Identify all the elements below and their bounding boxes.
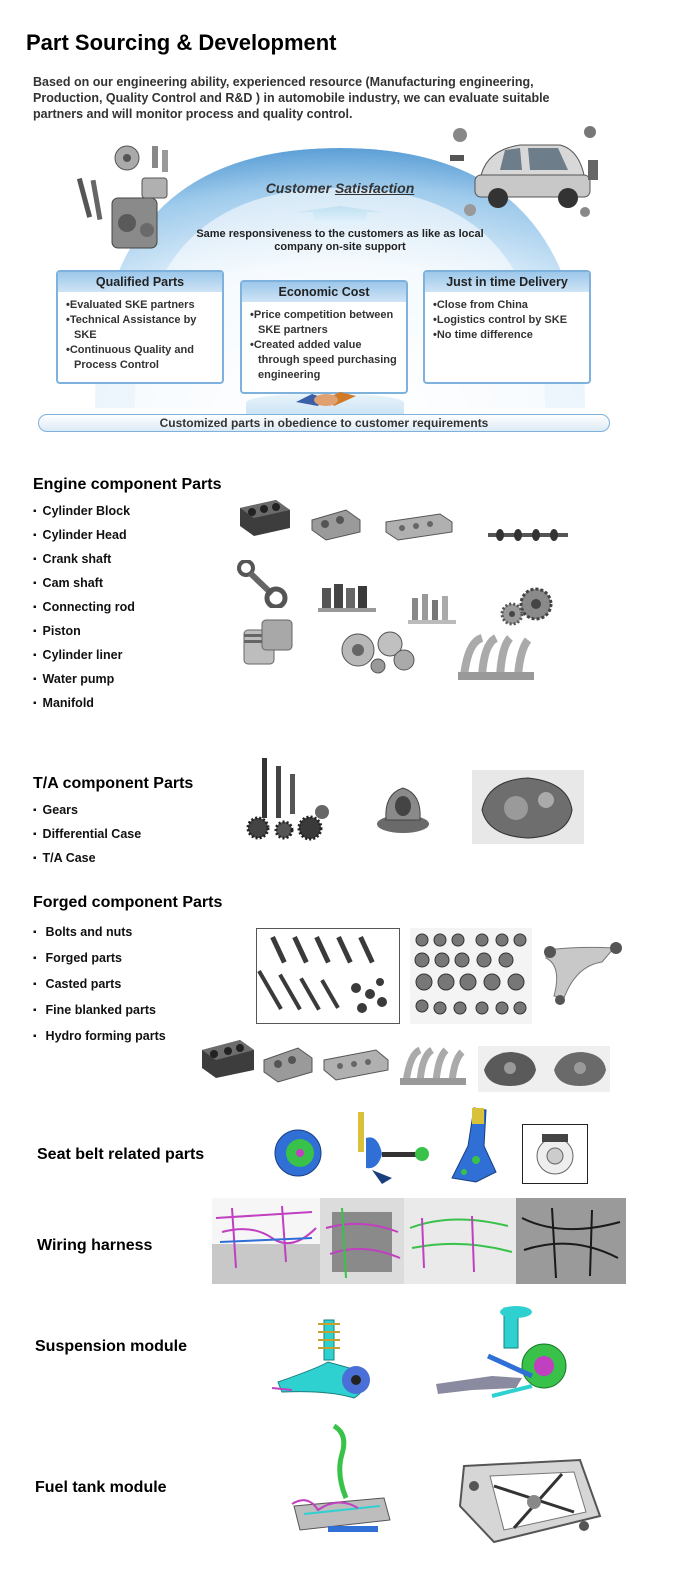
ta-case-image (472, 770, 584, 844)
cylinder-liner-image (318, 580, 376, 614)
list-item: Casted parts (33, 976, 166, 1002)
seat-belt-reel-image (272, 1126, 324, 1180)
water-pump-image (338, 624, 420, 676)
forged-parts-list: Bolts and nuts Forged parts Casted parts… (33, 924, 166, 1054)
satisfaction-word: Satisfaction (334, 180, 415, 196)
customer-word: Customer (265, 180, 332, 196)
handshake-icon (294, 386, 358, 412)
list-item: Differential Case (33, 826, 142, 850)
wiring-harness-image (212, 1198, 626, 1284)
customer-satisfaction-diagram: Customer Satisfaction Same responsivenes… (0, 120, 680, 440)
car-parts-cluster-image (450, 120, 600, 220)
cylinder-head-image (310, 506, 362, 542)
cam-shaft-image (488, 528, 568, 542)
engine-parts-list: Cylinder Block Cylinder Head Crank shaft… (33, 503, 135, 719)
cylinder-block-image (236, 496, 292, 538)
customized-parts-bar: Customized parts in obedience to custome… (38, 414, 610, 432)
box-item: Created added value through speed purcha… (250, 338, 400, 383)
connecting-rod-image (236, 560, 288, 608)
box-item: Close from China (433, 298, 583, 313)
box-item: Price competition between SKE partners (250, 308, 400, 338)
list-item: Forged parts (33, 950, 166, 976)
list-item: Gears (33, 802, 141, 826)
window-regulator-image (454, 1456, 606, 1546)
intro-paragraph: Based on our engineering ability, experi… (33, 75, 550, 121)
customer-satisfaction-title: Customer Satisfaction (0, 180, 680, 196)
fuel-tank-label: Fuel tank module (35, 1479, 167, 1496)
seat-belt-label: Seat belt related parts (37, 1146, 205, 1163)
list-item: Water pump (33, 671, 135, 695)
box-item: No time difference (433, 328, 583, 343)
box-item: Logistics control by SKE (433, 313, 583, 328)
engine-heading: Engine component Parts (33, 476, 222, 493)
list-item: Piston (33, 623, 135, 647)
bolts-and-nuts-image (256, 928, 400, 1024)
suspension-corner-image (432, 1306, 580, 1408)
casted-head-image (262, 1044, 314, 1084)
casted-housing-image (478, 1046, 610, 1092)
piston-image (240, 616, 296, 668)
casted-head-long-image (322, 1046, 390, 1082)
box-item: Continuous Quality and Process Control (66, 343, 216, 373)
list-item: Manifold (33, 695, 135, 719)
list-item: Bolts and nuts (33, 924, 166, 950)
fuel-tank-image (288, 1424, 394, 1536)
wiring-label: Wiring harness (37, 1237, 153, 1254)
valve-parts-image (406, 590, 458, 626)
page-title: Part Sourcing & Development (26, 30, 337, 55)
ta-heading: T/A component Parts (33, 775, 194, 792)
suspension-strut-image (268, 1318, 394, 1404)
economic-cost-box: Economic Cost Price competition between … (240, 280, 408, 394)
ta-parts-list: Gears Differential Case T/A Case (33, 802, 142, 874)
suspension-label: Suspension module (35, 1338, 188, 1355)
cylinder-head-long-image (384, 510, 454, 542)
qualified-parts-title: Qualified Parts (58, 272, 222, 292)
casted-manifold-image (400, 1044, 466, 1088)
parts-cluster-left-image (72, 138, 182, 258)
box-item: Technical Assistance by SKE (66, 313, 216, 343)
up-arrow (295, 206, 385, 224)
gears-image (244, 756, 334, 842)
qualified-parts-box: Qualified Parts Evaluated SKE partners T… (56, 270, 224, 384)
list-item: Crank shaft (33, 551, 135, 575)
manifold-image (458, 632, 534, 682)
forged-heading: Forged component Parts (33, 894, 223, 911)
box-item: Evaluated SKE partners (66, 298, 216, 313)
list-item: Cam shaft (33, 575, 135, 599)
list-item: Cylinder Block (33, 503, 135, 527)
list-item: Cylinder liner (33, 647, 135, 671)
list-item: Hydro forming parts (33, 1028, 166, 1054)
seat-belt-anchor-image (446, 1106, 502, 1184)
responsiveness-text: Same responsiveness to the customers as … (196, 228, 484, 253)
blower-image (522, 1124, 588, 1184)
gear-sprocket-image (498, 586, 556, 628)
economic-cost-title: Economic Cost (242, 282, 406, 302)
forged-parts-image (410, 928, 532, 1024)
list-item: Cylinder Head (33, 527, 135, 551)
control-arm-image (540, 936, 626, 1010)
list-item: T/A Case (33, 850, 141, 874)
delivery-title: Just in time Delivery (425, 272, 589, 292)
delivery-box: Just in time Delivery Close from China L… (423, 270, 591, 384)
seat-belt-retractor-image (352, 1108, 434, 1188)
list-item: Connecting rod (33, 599, 135, 623)
differential-case-image (374, 780, 432, 836)
casted-block-image (198, 1036, 256, 1080)
list-item: Fine blanked parts (33, 1002, 166, 1028)
